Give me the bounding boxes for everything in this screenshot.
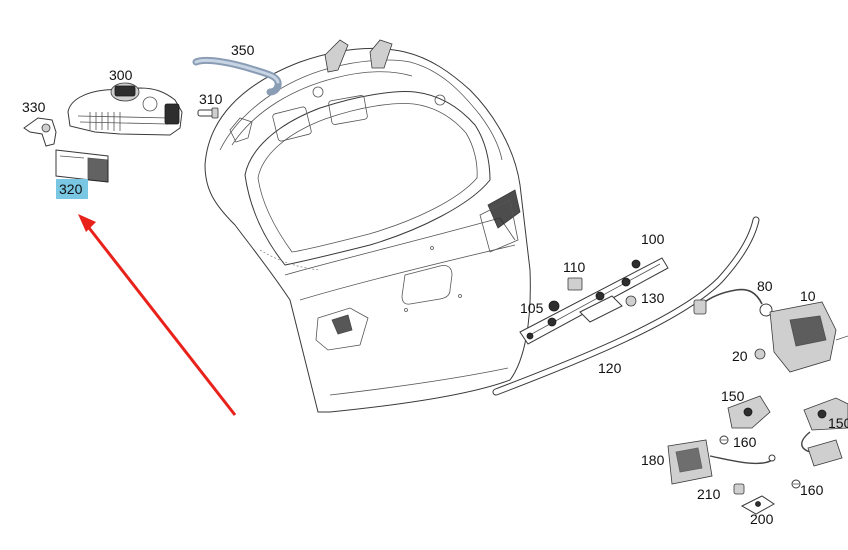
label-180[interactable]: 180 (641, 452, 665, 468)
part-320-drawing[interactable] (55, 149, 109, 183)
label-210[interactable]: 210 (697, 486, 721, 502)
part-160b-drawing[interactable] (791, 479, 801, 489)
part-10-drawing[interactable] (769, 301, 848, 373)
part-150b-drawing[interactable] (801, 397, 848, 467)
label-160b[interactable]: 160 (800, 482, 824, 498)
part-350-drawing[interactable] (192, 56, 282, 96)
label-105[interactable]: 105 (520, 300, 544, 316)
callout-labels: 350 300 310 330 320 100 110 105 130 120 … (22, 42, 848, 527)
label-20[interactable]: 20 (732, 348, 748, 364)
part-310-drawing[interactable] (197, 107, 219, 119)
label-100[interactable]: 100 (641, 231, 665, 247)
motor-fins (89, 112, 121, 131)
pointer-arrow (78, 214, 237, 416)
label-120[interactable]: 120 (598, 360, 622, 376)
part-105-drawing[interactable] (548, 300, 560, 312)
part-330-drawing[interactable] (23, 117, 57, 147)
part-200-drawing[interactable] (740, 495, 775, 515)
part-120-drawing[interactable] (492, 216, 760, 396)
part-180-drawing[interactable] (667, 439, 776, 485)
label-150a[interactable]: 150 (721, 388, 745, 404)
part-130-drawing[interactable] (625, 295, 637, 307)
label-300[interactable]: 300 (109, 67, 133, 83)
part-300-drawing[interactable] (67, 82, 183, 136)
highlight-box (56, 179, 88, 199)
label-320[interactable]: 320 (59, 181, 83, 197)
label-310[interactable]: 310 (199, 91, 223, 107)
part-80-drawing[interactable] (693, 288, 773, 317)
label-160a[interactable]: 160 (733, 434, 757, 450)
label-350[interactable]: 350 (231, 42, 255, 58)
label-130[interactable]: 130 (641, 290, 665, 306)
part-100-drawing[interactable] (519, 257, 669, 345)
label-150b[interactable]: 150 (828, 415, 848, 431)
tailgate-drawing (204, 39, 531, 413)
part-110-drawing[interactable] (567, 277, 583, 291)
part-160a-drawing[interactable] (719, 435, 729, 445)
part-210-drawing[interactable] (733, 483, 745, 495)
label-330[interactable]: 330 (22, 99, 46, 115)
label-80[interactable]: 80 (757, 278, 773, 294)
label-10[interactable]: 10 (800, 288, 816, 304)
label-200[interactable]: 200 (750, 511, 774, 527)
part-20-drawing[interactable] (754, 348, 766, 360)
label-110[interactable]: 110 (563, 259, 586, 275)
part-150a-drawing[interactable] (727, 395, 771, 429)
